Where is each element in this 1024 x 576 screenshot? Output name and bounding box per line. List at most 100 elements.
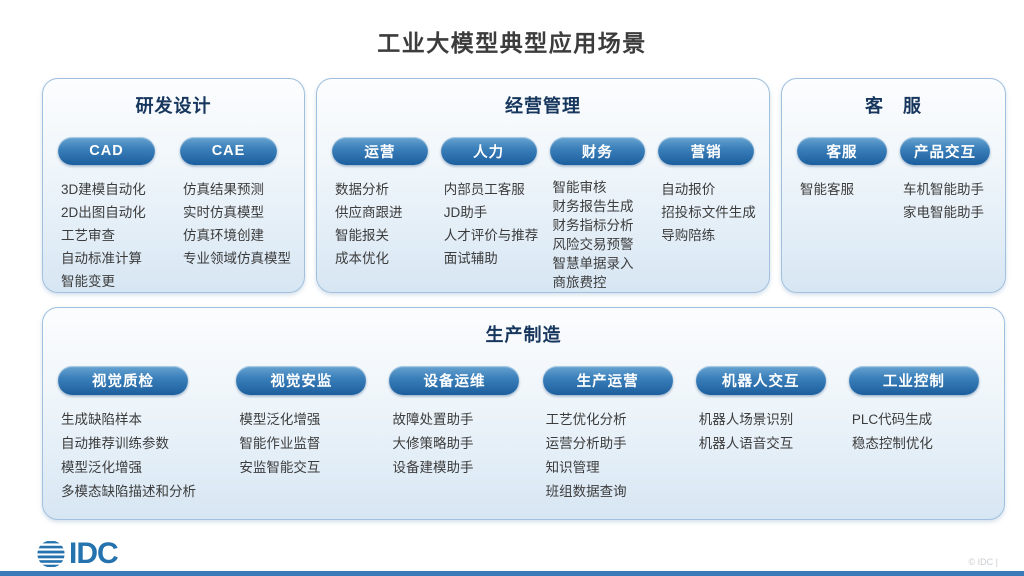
footer-accent-bar [0,571,1024,576]
use-case-item: 仿真结果预测 [183,182,264,197]
use-case-list: 工艺优化分析运营分析助手知识管理班组数据查询 [543,408,683,504]
use-case-list: 自动报价招投标文件生成导购陪练 [658,178,756,247]
panel-title: 经营管理 [505,96,581,116]
use-case-item: 运营分析助手 [545,436,627,451]
use-case-item: 供应商跟进 [335,205,403,220]
use-case-item: 商旅费控 [552,275,607,290]
use-case-item: 车机智能助手 [903,182,984,197]
use-case-list: 车机智能助手家电智能助手 [900,178,990,224]
use-case-list: 数据分析供应商跟进智能报关成本优化 [332,178,428,270]
use-case-item: 安监智能交互 [239,460,321,475]
use-case-item: 面试辅助 [443,251,498,266]
use-case-item: 工艺审查 [61,228,115,243]
use-case-list: 仿真结果预测实时仿真模型仿真环境创建专业领域仿真模型 [180,178,291,270]
use-case-item: 多模态缺陷描述和分析 [61,484,196,499]
globe-icon [37,541,65,568]
category-column: 产品交互车机智能助手家电智能助手 [900,137,990,224]
use-case-item: 人才评价与推荐 [443,228,539,243]
use-case-item: 机器人场景识别 [698,412,794,427]
use-case-list: 生成缺陷样本自动推荐训练参数模型泛化增强多模态缺陷描述和分析 [58,408,223,504]
use-case-item: JD助手 [443,205,488,220]
use-case-item: 班组数据查询 [545,484,627,499]
category-column: CAE 仿真结果预测实时仿真模型仿真环境创建专业领域仿真模型 [180,137,291,293]
use-case-list: 智能审核财务报告生成财务指标分析风险交易预警智慧单据录入商旅费控 [550,178,646,292]
use-case-list: PLC代码生成稳态控制优化 [849,408,989,456]
use-case-item: 智能作业监督 [239,436,321,451]
use-case-list: 故障处置助手大修策略助手设备建模助手 [389,408,529,480]
use-case-item: 智能报关 [335,228,389,243]
use-case-item: 3D建模自动化 [61,182,146,197]
category-column: 运营数据分析供应商跟进智能报关成本优化 [332,137,428,292]
use-case-item: 2D出图自动化 [61,205,146,220]
category-pill: 运营 [332,137,428,165]
use-case-item: 自动报价 [661,182,716,197]
use-case-item: PLC代码生成 [851,412,933,427]
category-column: 财务智能审核财务报告生成财务指标分析风险交易预警智慧单据录入商旅费控 [549,137,646,292]
category-column: 视觉质检生成缺陷样本自动推荐训练参数模型泛化增强多模态缺陷描述和分析 [58,366,223,504]
use-case-item: 智慧单据录入 [552,256,634,271]
idc-logo-text: IDC [69,537,119,570]
use-case-list: 内部员工客服 JD助手人才评价与推荐面试辅助 [441,178,539,270]
panel-customer-service: 客 服客服智能客服产品交互车机智能助手家电智能助手 [781,78,1006,293]
use-case-item: 家电智能助手 [903,205,984,220]
use-case-item: 机器人语音交互 [698,436,794,451]
category-column: 营销自动报价招投标文件生成导购陪练 [658,137,756,292]
panel-title: 客 服 [865,96,922,116]
use-case-list: 机器人场景识别机器人语音交互 [696,408,836,456]
category-column: 视觉安监模型泛化增强智能作业监督安监智能交互 [236,366,376,504]
category-column: 工业控制 PLC代码生成稳态控制优化 [848,366,989,504]
use-case-item: 自动标准计算 [61,251,142,266]
panel-title: 研发设计 [135,96,212,116]
category-column: 设备运维故障处置助手大修策略助手设备建模助手 [389,366,529,504]
use-case-item: 专业领域仿真模型 [183,251,291,266]
use-case-item: 财务报告生成 [552,199,634,214]
copyright-text: © IDC | [968,557,998,567]
use-case-item: 内部员工客服 [443,182,525,197]
use-case-item: 模型泛化增强 [239,412,321,427]
use-case-item: 故障处置助手 [392,412,474,427]
use-case-list: 模型泛化增强智能作业监督安监智能交互 [236,408,376,480]
category-pill: 财务 [549,137,646,165]
use-case-item: 风险交易预警 [552,237,634,252]
use-case-item: 招投标文件生成 [661,205,756,220]
category-pill: 工业控制 [848,366,979,395]
use-case-item: 实时仿真模型 [183,205,264,220]
category-pill: 生产运营 [542,366,673,395]
use-case-item: 大修策略助手 [392,436,474,451]
category-column: 人力内部员工客服 JD助手人才评价与推荐面试辅助 [440,137,539,292]
use-case-item: 财务指标分析 [552,218,634,233]
panel-manufacturing: 生产制造视觉质检生成缺陷样本自动推荐训练参数模型泛化增强多模态缺陷描述和分析视觉… [42,307,1005,520]
category-pill: 营销 [658,137,754,165]
use-case-item: 设备建模助手 [392,460,474,475]
use-case-item: 生成缺陷样本 [61,412,142,427]
use-case-item: 模型泛化增强 [61,460,142,475]
category-pill: 客服 [797,137,887,165]
use-case-item: 成本优化 [335,251,389,266]
category-pill: 人力 [440,137,537,165]
category-pill: CAD [58,137,155,165]
category-pill: CAE [180,137,277,165]
category-pill: 设备运维 [389,366,520,395]
category-column: 客服智能客服 [797,137,887,224]
panel-columns: 视觉质检生成缺陷样本自动推荐训练参数模型泛化增强多模态缺陷描述和分析视觉安监模型… [43,366,1004,504]
use-case-item: 智能审核 [552,180,607,195]
use-case-item: 仿真环境创建 [183,228,264,243]
use-case-item: 知识管理 [545,460,600,475]
idc-logo: IDC [36,537,119,571]
use-case-item: 自动推荐训练参数 [61,436,169,451]
category-pill: 视觉质检 [58,366,188,395]
category-pill: 机器人交互 [695,366,826,395]
use-case-item: 工艺优化分析 [545,412,627,427]
use-case-item: 稳态控制优化 [851,436,933,451]
panel-columns: 客服智能客服产品交互车机智能助手家电智能助手 [782,137,1005,224]
category-column: 生产运营工艺优化分析运营分析助手知识管理班组数据查询 [542,366,683,504]
panel-title: 生产制造 [485,325,562,345]
category-pill: 产品交互 [900,137,990,165]
